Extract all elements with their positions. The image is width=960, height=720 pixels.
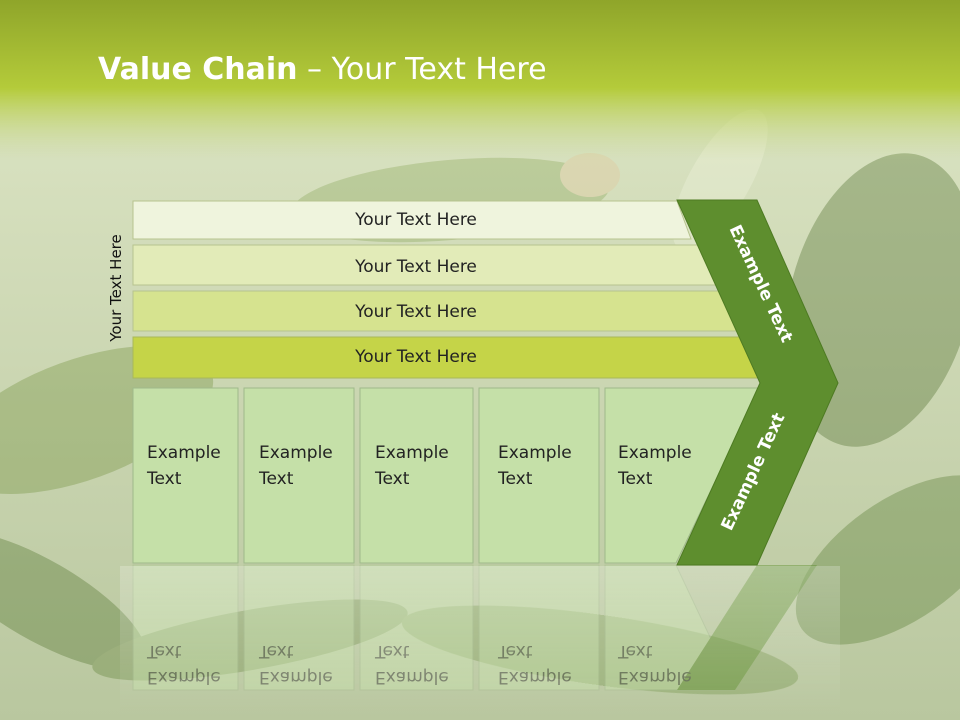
box-label-line2: Text — [146, 469, 182, 489]
box-label-line2: Text — [497, 469, 533, 489]
row-label: Your Text Here — [354, 347, 477, 367]
side-label: Your Text Here — [107, 234, 125, 342]
title-bold: Value Chain — [98, 52, 298, 87]
activity-box — [132, 387, 239, 564]
slide-title: Value Chain – Your Text Here — [98, 52, 547, 87]
box-label-line1: Example — [375, 443, 449, 463]
activity-box — [604, 387, 761, 564]
reflection-fade — [120, 566, 840, 720]
box-label-line1: Example — [618, 443, 692, 463]
activity-box — [243, 387, 355, 564]
box-label-line1: Example — [147, 443, 221, 463]
row-label: Your Text Here — [354, 302, 477, 322]
activity-box — [359, 387, 474, 564]
row-label: Your Text Here — [354, 210, 477, 230]
activity-boxes: Example Text Example Text Example Text E… — [132, 387, 761, 564]
box-label-line1: Example — [498, 443, 572, 463]
row-bar — [132, 200, 692, 240]
box-label-line2: Text — [258, 469, 294, 489]
row-group: Your Text Here Your Text Here Your Text … — [132, 200, 764, 379]
box-label-line2: Text — [617, 469, 653, 489]
box-label-line2: Text — [374, 469, 410, 489]
chevron-arrow-shape — [676, 199, 839, 566]
row-label: Your Text Here — [354, 257, 477, 277]
activity-box — [478, 387, 600, 564]
title-rest: – Your Text Here — [297, 52, 547, 87]
box-label-line1: Example — [259, 443, 333, 463]
